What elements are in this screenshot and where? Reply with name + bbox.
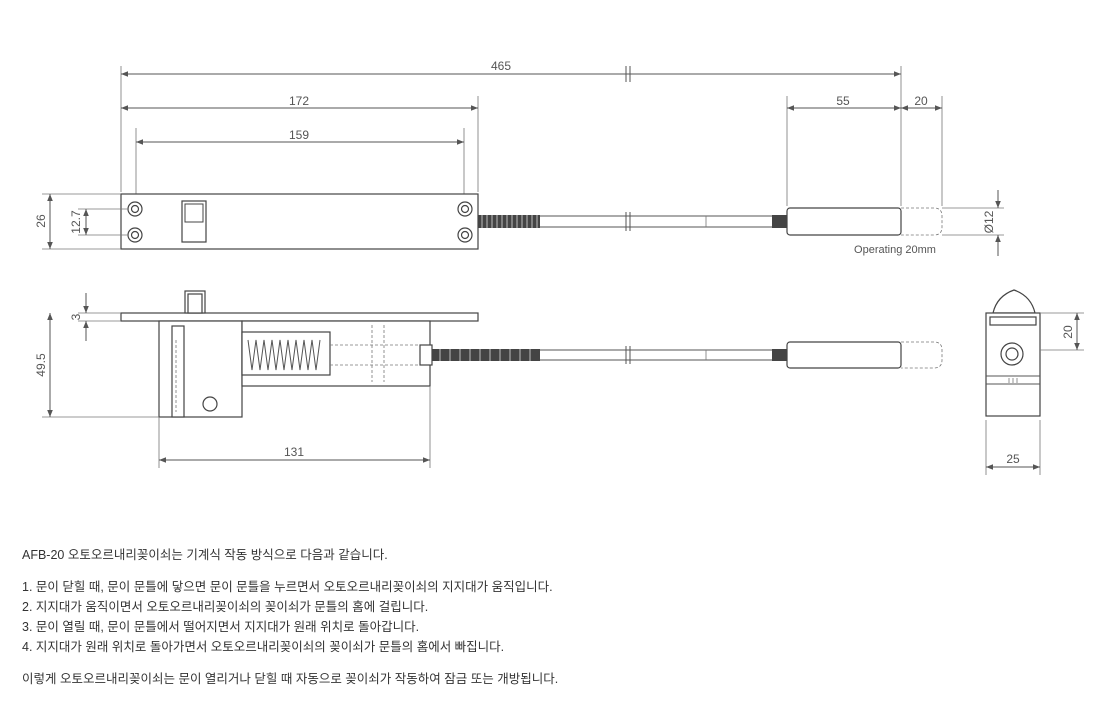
dim-flange-thickness: 3	[69, 313, 83, 320]
dim-plate-height: 26	[34, 214, 48, 228]
dim-end-height: 20	[1061, 325, 1075, 339]
dim-hole-pitch: 12.7	[69, 210, 83, 234]
dim-pin-length: 55	[836, 94, 850, 108]
dim-pin-diameter: Ø12	[982, 210, 996, 233]
end-view: 20 25	[985, 289, 1084, 475]
dim-overall-length: 465	[491, 59, 511, 73]
latch-tip	[992, 289, 1036, 314]
dim-end-width: 25	[1006, 452, 1020, 466]
side-view: 3 49.5 131	[34, 290, 943, 468]
flange	[120, 312, 479, 322]
step-3: 3. 문이 열릴 때, 문이 문틀에서 떨어지면서 지지대가 원래 위치로 돌아…	[22, 620, 420, 634]
top-view: 465 172 159 55 20	[34, 59, 1004, 256]
spring	[247, 339, 321, 371]
description-intro: AFB-20 오토오르내리꽂이쇠는 기계식 작동 방식으로 다음과 같습니다.	[22, 548, 388, 562]
step-2: 2. 지지대가 움직이면서 오토오르내리꽂이쇠의 꽂이쇠가 문틀의 홈에 걸립니…	[22, 600, 429, 614]
dim-hole-spacing: 159	[289, 128, 309, 142]
step-1: 1. 문이 닫힐 때, 문이 문틀에 닿으면 문이 문틀을 누르면서 오토오르내…	[22, 580, 553, 594]
step-4: 4. 지지대가 원래 위치로 돌아가면서 오토오르내리꽂이쇠의 꽂이쇠가 문틀의…	[22, 640, 505, 654]
side-threaded-rod	[432, 349, 540, 361]
threaded-rod	[478, 215, 540, 228]
technical-drawing: 465 172 159 55 20	[34, 59, 1084, 475]
release-hole	[202, 396, 218, 412]
mounting-holes	[127, 201, 473, 243]
description-summary: 이렇게 오토오르내리꽂이쇠는 문이 열리거나 닫힐 때 자동으로 꽂이쇠가 작동…	[22, 672, 559, 686]
dim-operating-travel: 20	[914, 94, 928, 108]
mount-plate	[120, 193, 479, 250]
operating-note: Operating 20mm	[854, 244, 936, 256]
pin-retracted	[786, 207, 902, 236]
dim-housing-length: 131	[284, 445, 304, 459]
dim-body-length: 172	[289, 94, 309, 108]
description: AFB-20 오토오르내리꽂이쇠는 기계식 작동 방식으로 다음과 같습니다. …	[22, 545, 1082, 689]
side-pin	[786, 341, 902, 369]
dim-total-depth: 49.5	[34, 353, 48, 377]
